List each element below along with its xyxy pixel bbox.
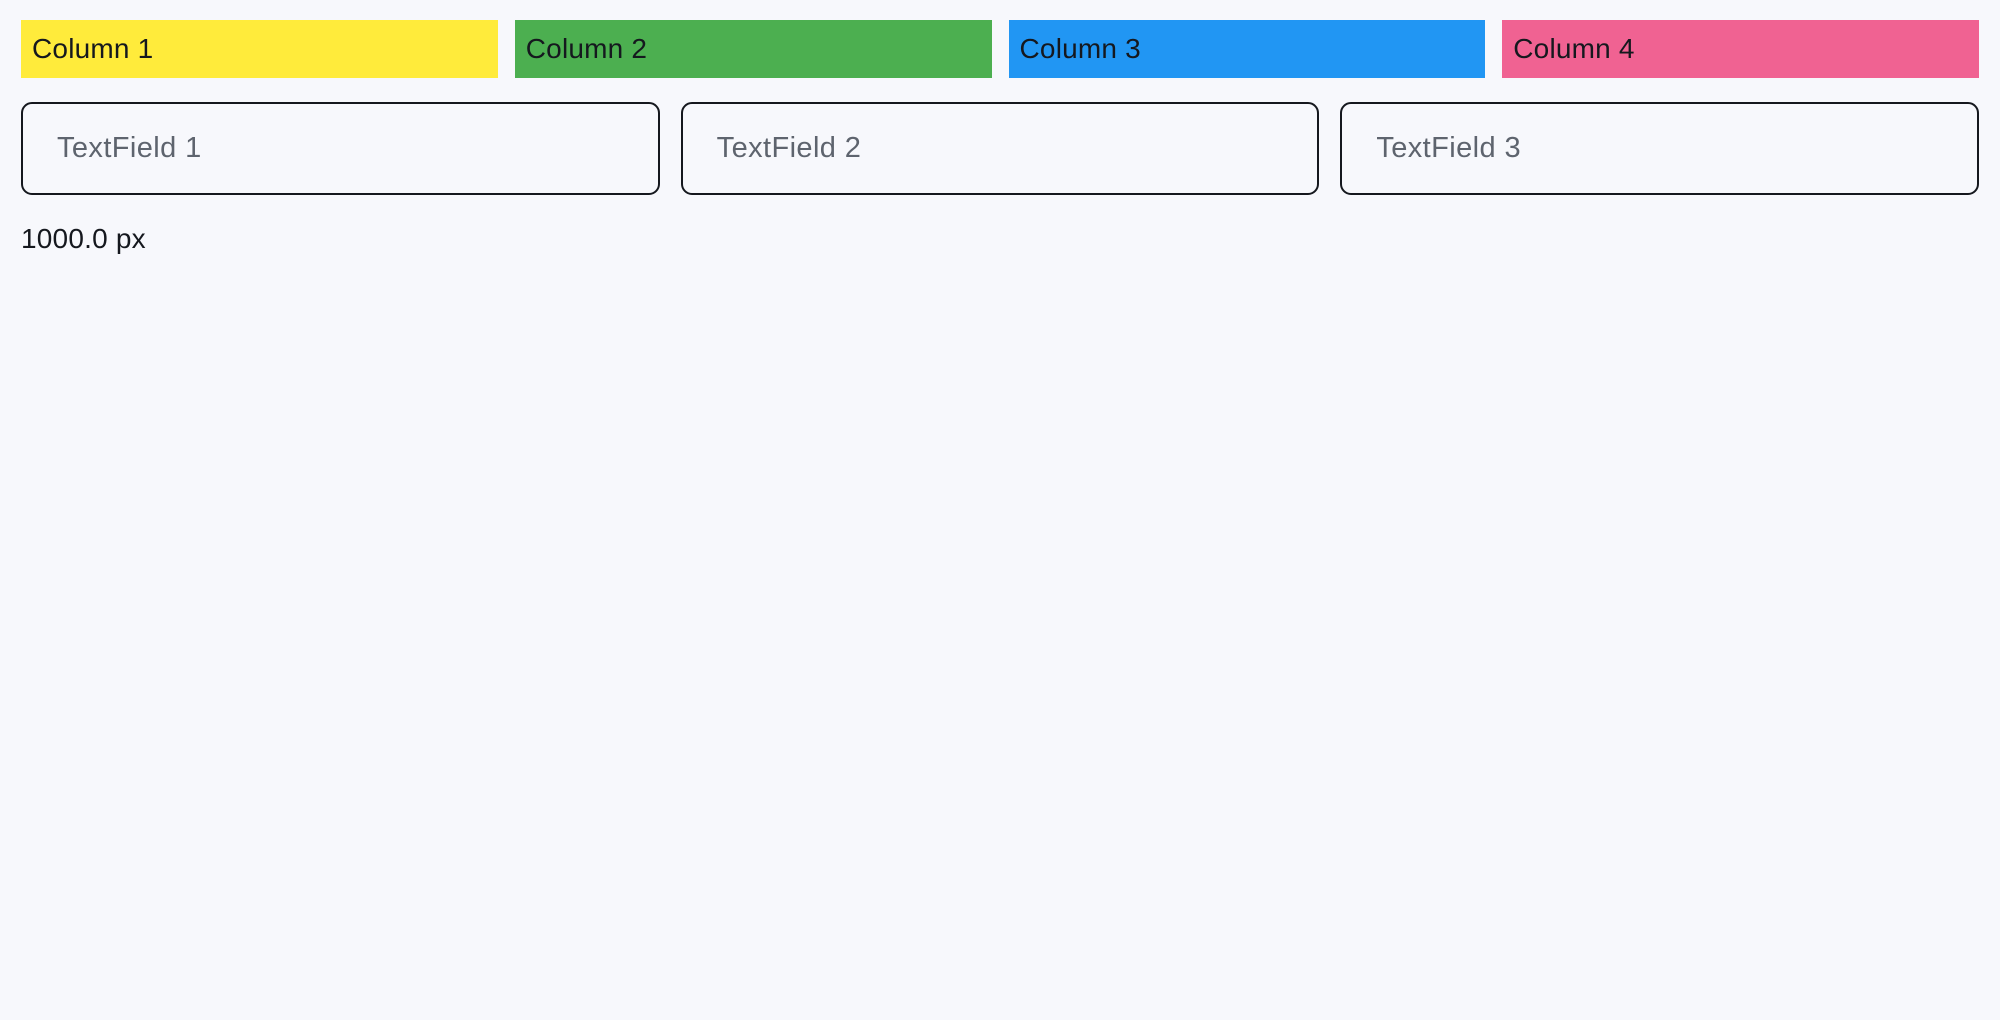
textfield-row bbox=[21, 102, 1980, 195]
column-header-4: Column 4 bbox=[1502, 20, 1979, 78]
column-header-1: Column 1 bbox=[21, 20, 498, 78]
textfield-1[interactable] bbox=[21, 102, 660, 195]
column-header-3: Column 3 bbox=[1008, 20, 1486, 78]
textfield-3[interactable] bbox=[1340, 102, 1980, 195]
width-label: 1000.0 px bbox=[21, 223, 146, 254]
column-header-2: Column 2 bbox=[514, 20, 992, 78]
column-header-2-label: Column 2 bbox=[525, 33, 648, 64]
column-header-3-label: Column 3 bbox=[1019, 33, 1141, 64]
column-header-4-label: Column 4 bbox=[1513, 33, 1635, 64]
column-header-row: Column 1 Column 2 Column 3 Column 4 bbox=[21, 20, 1979, 78]
textfield-2[interactable] bbox=[680, 102, 1320, 195]
column-header-1-label: Column 1 bbox=[32, 33, 154, 64]
